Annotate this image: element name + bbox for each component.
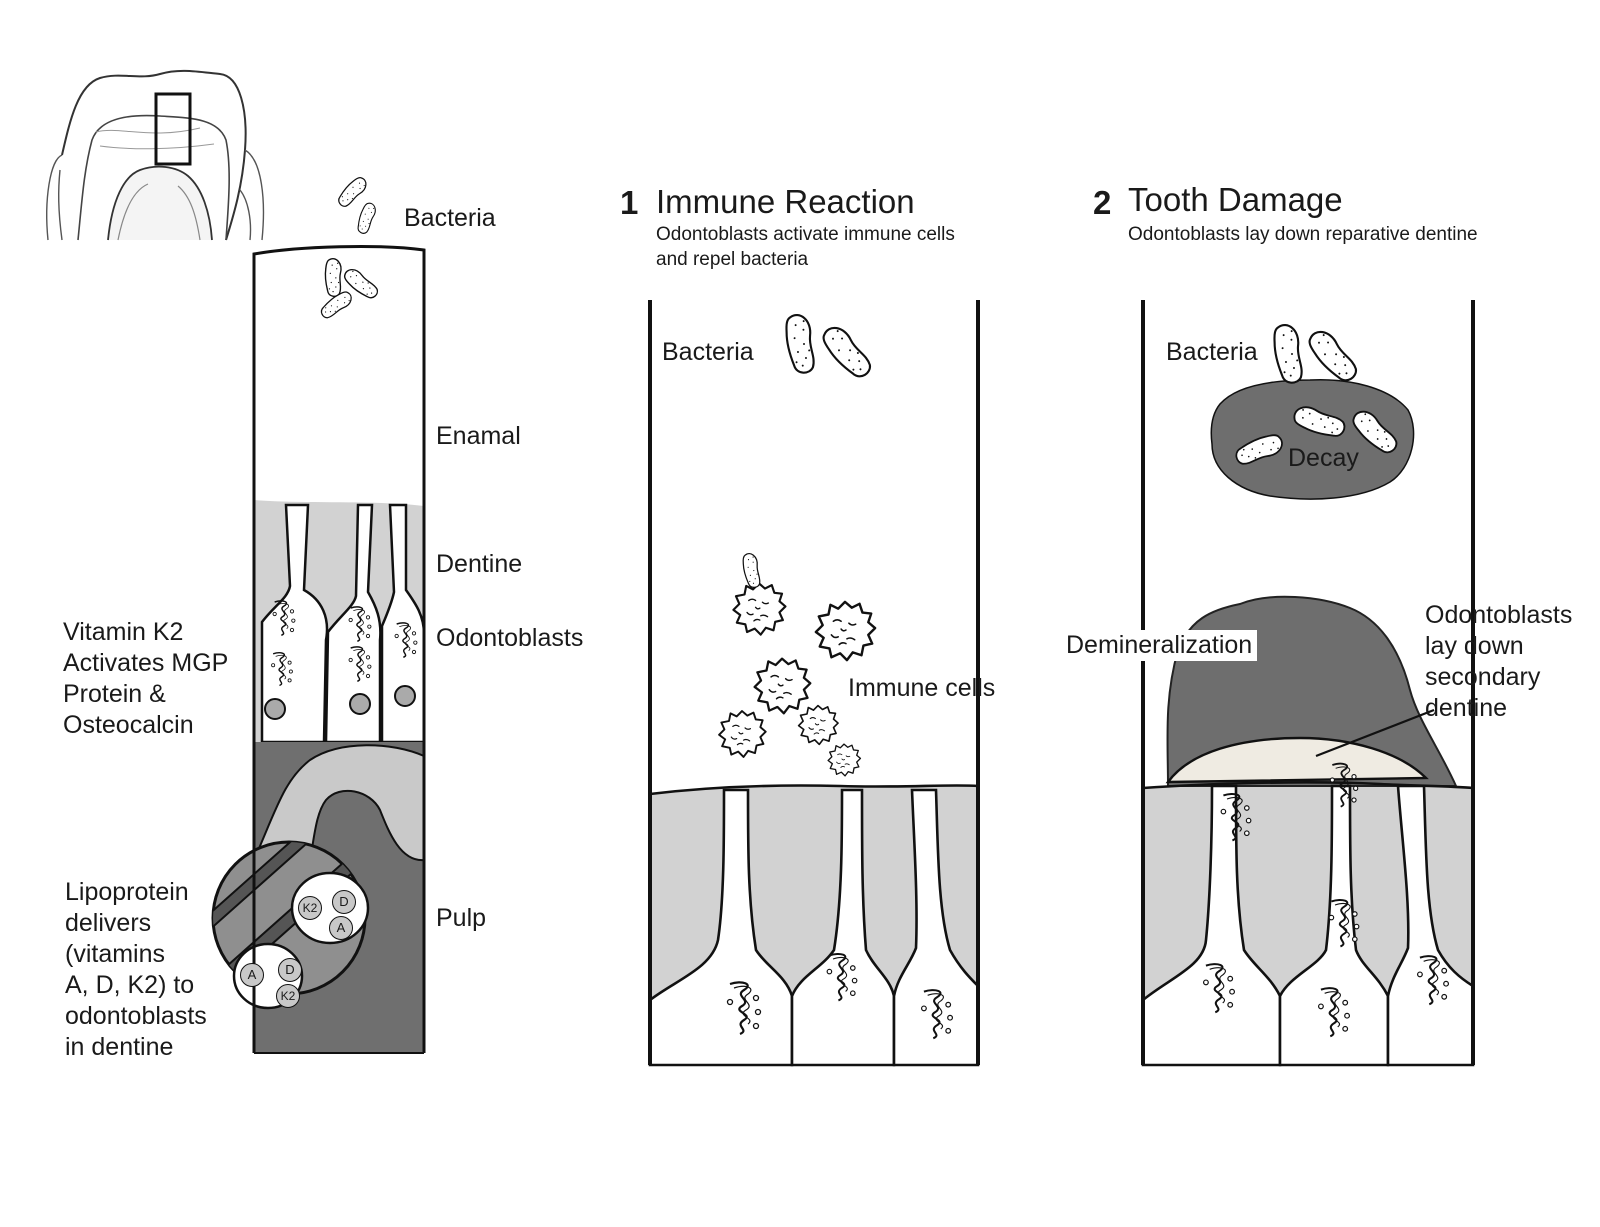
demineralization-label: Demineralization: [1061, 630, 1258, 661]
bacteria-label-panel2: Bacteria: [1166, 338, 1258, 366]
secondary-dentine-note: Odontoblasts lay down secondary dentine: [1425, 601, 1573, 722]
decay-area: [1210, 379, 1415, 500]
panel1-title: Immune Reaction: [656, 183, 915, 220]
odontoblasts-label: Odontoblasts: [436, 624, 584, 652]
immune-cells-label: Immune cells: [848, 674, 996, 702]
decay-label: Decay: [1288, 444, 1359, 472]
dentine-layer: [254, 500, 426, 744]
damage-panel: [1141, 300, 1475, 1067]
tooth-overview-icon: [46, 69, 265, 241]
dentine-label: Dentine: [436, 550, 523, 578]
vitamin-tag: K2: [276, 984, 300, 1008]
panel2-number: 2: [1093, 184, 1112, 221]
pulp-label: Pulp: [436, 904, 487, 932]
panel2-subtitle: Odontoblasts lay down reparative dentine: [1128, 224, 1478, 245]
vitamin-k2-note: Vitamin K2 Activates MGP Protein & Osteo…: [63, 618, 229, 739]
vitamin-tag: A: [240, 963, 264, 987]
vitamin-tag: K2: [298, 896, 322, 920]
immune-panel: [648, 300, 980, 1067]
bacteria-label-panel0: Bacteria: [404, 204, 496, 232]
vitamin-tag: D: [332, 890, 356, 914]
vitamin-tag: D: [278, 958, 302, 982]
column-outline: [252, 245, 426, 1053]
enamel-label: Enamal: [436, 422, 521, 450]
panel2-title: Tooth Damage: [1128, 181, 1343, 218]
panel1-number: 1: [620, 184, 639, 221]
secondary-dentine: [1165, 736, 1429, 784]
lipoprotein-note: Lipoprotein delivers (vitamins A, D, K2)…: [65, 878, 207, 1061]
bacteria-label-panel1: Bacteria: [662, 338, 754, 366]
vitamin-tag: A: [329, 916, 353, 940]
vitamin-lens: [211, 840, 370, 1010]
panel1-subtitle: Odontoblasts activate immune cells and r…: [656, 224, 955, 270]
